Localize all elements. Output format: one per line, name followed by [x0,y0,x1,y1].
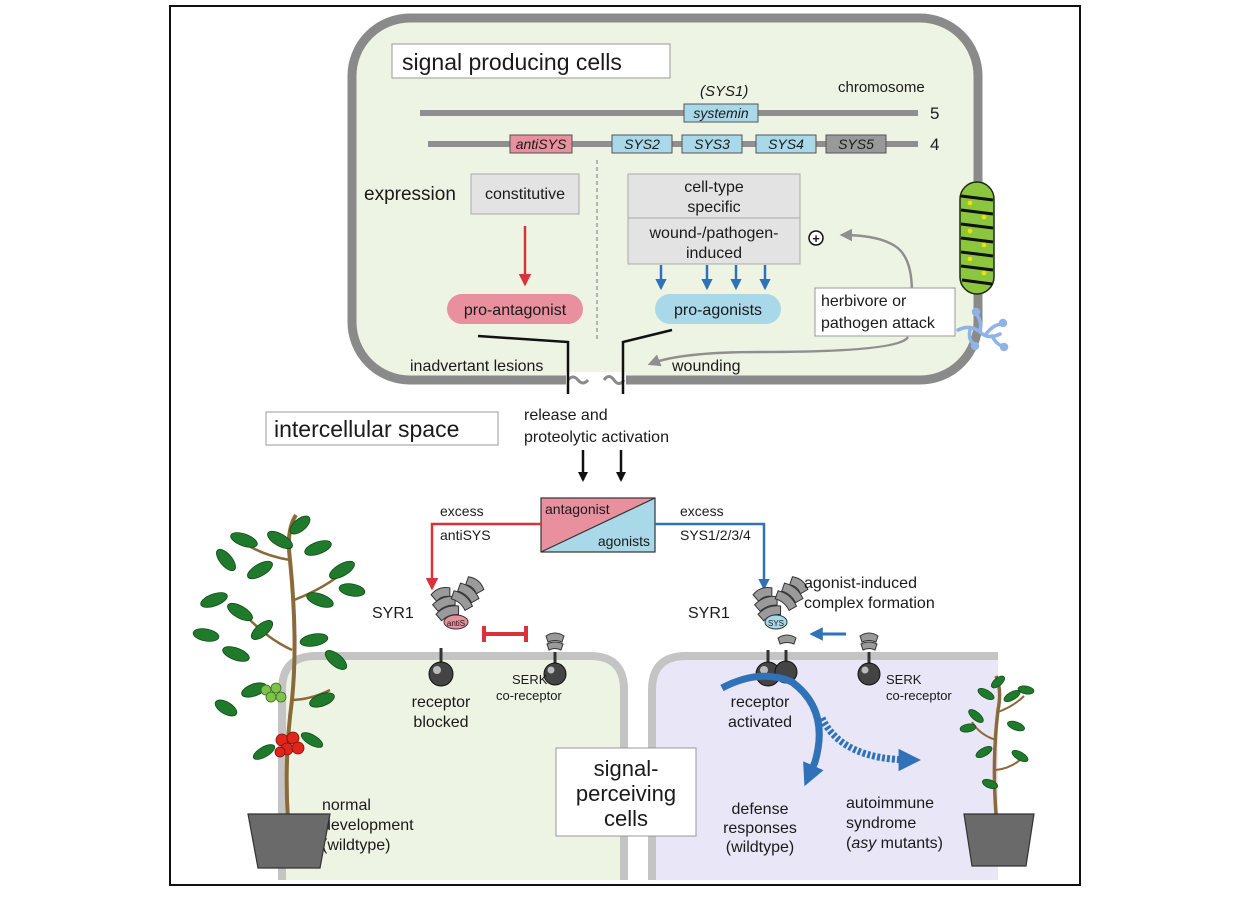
cell-type-line2: specific [687,199,740,216]
wound-line2: induced [686,245,742,262]
defense-line3: (wildtype) [726,839,794,856]
excess-right-line1: excess [680,503,724,519]
perceiving-line1: signal- [594,756,659,781]
serk-coreceptor-left [543,632,567,686]
agonist-release-line [621,328,673,394]
herbivore-line1: herbivore or [821,293,907,310]
serk-right-line2: co-receptor [886,688,952,703]
sys2-gene-label: SYS2 [624,136,660,152]
pro-antagonist-label: pro-antagonist [464,302,567,319]
antagonist-release-line [477,334,570,394]
perceiving-line2: perceiving [576,781,676,806]
sys4-gene-label: SYS4 [768,136,804,152]
syr1-receptor-blocked [427,572,488,687]
plus-sign: + [812,231,820,246]
release-line2: proteolytic activation [524,429,669,446]
perceiving-cell-right-membrane [648,652,998,880]
figure-frame [169,5,1081,886]
autoimmune-arrow [818,716,921,772]
pro-agonists-pill [655,294,781,324]
excess-agonist-arrow [655,522,770,591]
wound-line1: wound-/pathogen- [649,225,779,242]
induced-arrows [655,265,771,291]
sys3-gene-label: SYS3 [694,136,730,152]
activated-line1: receptor [731,694,790,711]
producing-title: signal producing cells [402,49,622,75]
chromosome-4-number: 4 [930,135,939,154]
sys2-gene [611,134,673,154]
chromosome-5-number: 5 [930,104,939,123]
excess-left-line1: excess [440,503,484,519]
healthy-tomato-plant-icon [192,513,366,869]
sys4-gene [755,134,817,154]
induced-expression-box [627,173,801,265]
defense-line2: responses [723,820,797,837]
serk-left-line1: SERK [512,672,548,687]
intercellular-title: intercellular space [274,416,459,442]
defense-response-arrow [720,672,824,787]
caterpillar-icon [959,181,995,295]
perceiving-title-box [555,747,697,837]
balance-diagonal [540,497,656,553]
sys5-gene-label: SYS5 [838,136,874,152]
autoimmune-plant-icon [959,675,1035,867]
antagonist-label: antagonist [545,501,610,517]
autoimmune-line1: autoimmune [846,795,934,812]
serk-right-line1: SERK [886,672,922,687]
systemin-gene [683,103,759,123]
membrane-lesion-gap [566,372,626,388]
antisys-gene-label: antiSYS [516,136,567,152]
constitutive-label: constitutive [485,186,565,203]
antisys-gene [509,134,573,154]
blocked-line2: blocked [413,714,468,731]
pro-agonists-label: pro-agonists [674,302,762,319]
autoimmune-line2: syndrome [846,815,916,832]
cell-type-line1: cell-type [684,179,744,196]
serk-left-line2: co-receptor [496,688,562,703]
systemin-gene-label: systemin [693,105,748,121]
excess-left-line2: antiSYS [440,527,491,543]
perceiving-cell-left [282,656,624,880]
perceiving-cell-right [652,656,998,880]
perceiving-line3: cells [604,806,648,831]
autoimmune-line3: (asy mutants) [846,835,943,852]
plus-circle [808,230,824,246]
pathogen-hyphae-icon [956,307,1009,352]
syr1-left-label: SYR1 [372,605,414,622]
herbivore-box [814,287,956,337]
wounding-arrow [647,336,910,367]
agonists-label: agonists [598,533,650,549]
excess-right-line2: SYS1/2/3/4 [680,527,751,543]
defense-line1: defense [732,801,789,818]
chromosome-label: chromosome [838,79,925,96]
normal-line3: (wildtype) [322,837,390,854]
normal-line2: development [322,817,414,834]
constitutive-box [470,173,580,215]
inadvertant-lesions-label: inadvertant lesions [410,358,543,375]
wounding-label: wounding [671,358,741,375]
normal-line1: normal [322,797,371,814]
excess-antisys-arrow [425,522,541,591]
release-line1: release and [524,407,608,424]
sys3-gene [681,134,743,154]
complex-line1: agonist-induced [804,575,917,592]
antis-ligand-label: antiS [447,619,465,628]
serk-coreceptor-right [857,632,881,686]
producing-title-box [391,43,671,79]
complex-line2: complex formation [804,595,935,612]
sys5-gene [825,134,887,154]
blocked-line1: receptor [412,694,471,711]
pro-antagonist-pill [447,294,583,324]
sys-ligand-label: SYS [768,619,784,628]
herbivore-line2: pathogen attack [821,315,936,332]
intercellular-title-box [265,411,499,446]
lesion-edges [566,375,626,385]
perceiving-cell-left-membrane [278,652,628,880]
expression-label: expression [364,184,456,205]
syr1-right-label: SYR1 [688,605,730,622]
sys1-label: (SYS1) [700,83,748,100]
activated-line2: activated [728,714,792,731]
